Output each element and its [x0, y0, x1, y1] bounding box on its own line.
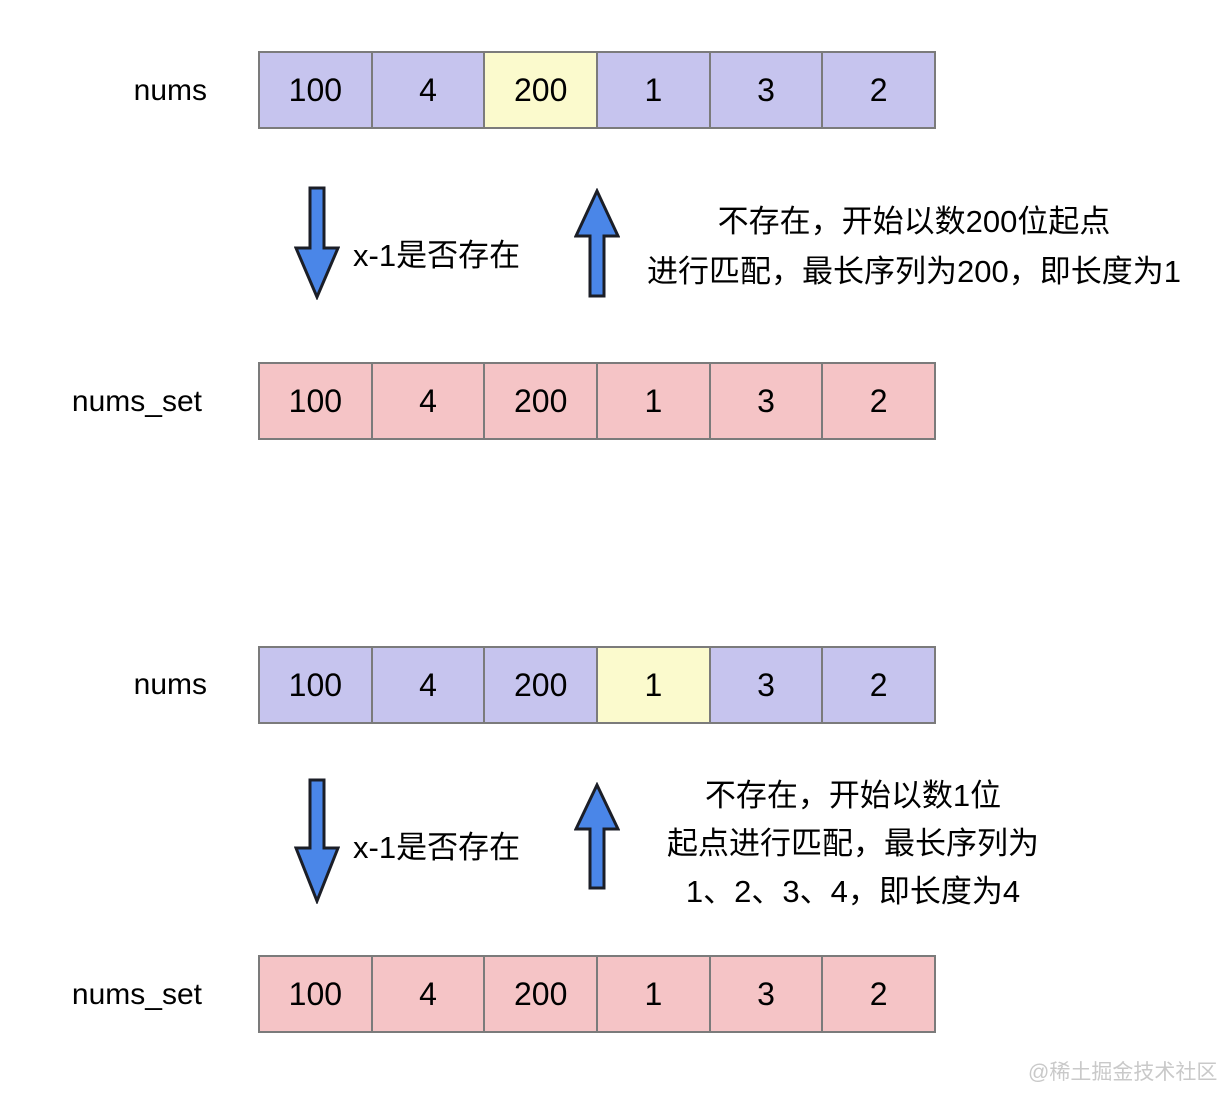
array-cell: 2: [823, 957, 935, 1031]
question-label-2: x-1是否存在: [353, 830, 521, 865]
nums-set-array-2: 100 4 200 1 3 2: [258, 955, 936, 1033]
array-cell: 4: [372, 364, 486, 438]
array-cell: 1: [598, 364, 711, 438]
answer-line: 不存在，开始以数200位起点: [717, 204, 1111, 239]
answer-text-2: 不存在，开始以数1位 起点进行匹配，最长序列为 1、2、3、4，即长度为4: [618, 772, 1088, 916]
nums-set-label-1: nums_set: [71, 385, 202, 418]
array-cell: 3: [710, 364, 824, 438]
down-arrow-icon: [294, 186, 340, 300]
array-cell: 4: [372, 648, 486, 722]
array-cell: 200: [485, 957, 599, 1031]
array-cell: 4: [372, 957, 486, 1031]
answer-text-1: 不存在，开始以数200位起点 进行匹配，最长序列为200，即长度为1: [624, 197, 1204, 297]
up-arrow-icon: [574, 188, 620, 298]
answer-line: 起点进行匹配，最长序列为: [667, 826, 1039, 861]
array-cell: 3: [710, 957, 824, 1031]
nums-label-2: nums: [133, 668, 207, 701]
watermark: @稀土掘金技术社区: [1028, 1061, 1218, 1084]
array-cell: 200: [485, 364, 599, 438]
array-cell: 4: [372, 53, 486, 127]
nums-array-2: 100 4 200 1 3 2: [258, 646, 936, 724]
answer-line: 不存在，开始以数1位: [704, 778, 1002, 813]
array-cell: 200: [485, 648, 599, 722]
array-cell: 100: [260, 957, 373, 1031]
nums-label-1: nums: [133, 74, 207, 107]
array-cell: 2: [823, 53, 935, 127]
array-cell-highlighted: 200: [485, 53, 599, 127]
nums-set-array-1: 100 4 200 1 3 2: [258, 362, 936, 440]
array-cell: 3: [710, 648, 824, 722]
array-cell: 1: [598, 957, 711, 1031]
down-arrow-icon: [294, 778, 340, 904]
up-arrow-icon: [574, 782, 620, 890]
question-label-1: x-1是否存在: [353, 238, 521, 273]
nums-array-1: 100 4 200 1 3 2: [258, 51, 936, 129]
answer-line: 进行匹配，最长序列为200，即长度为1: [647, 254, 1181, 289]
array-cell: 2: [823, 648, 935, 722]
array-cell: 100: [260, 53, 373, 127]
array-cell: 1: [598, 53, 711, 127]
array-cell: 3: [710, 53, 824, 127]
answer-line: 1、2、3、4，即长度为4: [685, 874, 1021, 909]
array-cell: 2: [823, 364, 935, 438]
nums-set-label-2: nums_set: [71, 978, 202, 1011]
array-cell-highlighted: 1: [598, 648, 711, 722]
array-cell: 100: [260, 648, 373, 722]
array-cell: 100: [260, 364, 373, 438]
